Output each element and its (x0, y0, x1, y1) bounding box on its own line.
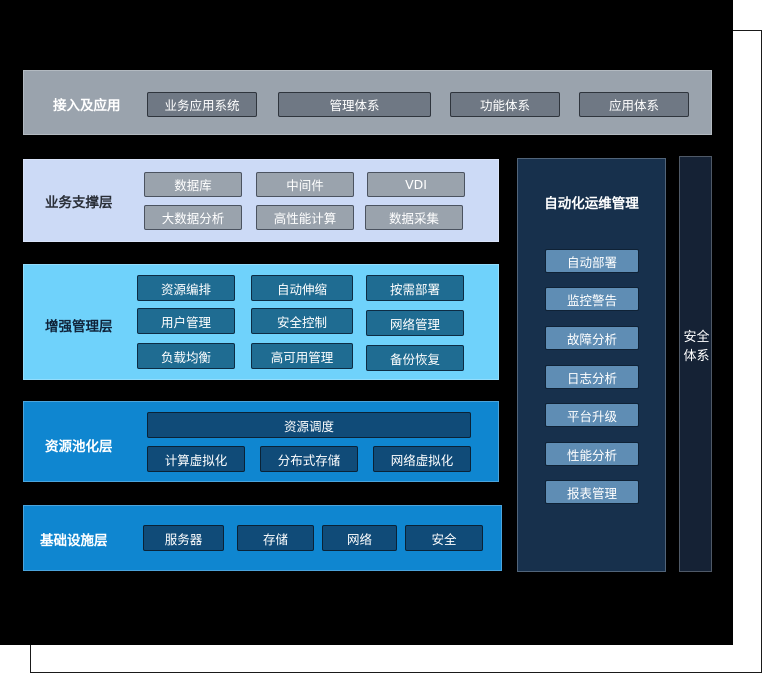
support-item-big-data: 大数据分析 (144, 205, 242, 230)
access-item-function: 功能体系 (450, 92, 560, 117)
access-item-management: 管理体系 (278, 92, 431, 117)
enhanced-item-on-demand: 按需部署 (366, 275, 464, 301)
ops-item-log-analysis: 日志分析 (545, 365, 639, 389)
access-layer-title: 接入及应用 (53, 98, 121, 114)
enhanced-item-user-mgmt: 用户管理 (137, 308, 235, 334)
support-item-database: 数据库 (144, 172, 242, 197)
access-item-business-apps: 业务应用系统 (147, 92, 257, 117)
infra-item-network: 网络 (322, 525, 397, 551)
enhanced-item-load-balance: 负载均衡 (137, 343, 235, 369)
ops-item-monitoring: 监控警告 (545, 287, 639, 311)
ops-panel: 自动化运维管理 自动部署 监控警告 故障分析 日志分析 平台升级 性能分析 报表… (517, 158, 666, 572)
pool-layer: 资源池化层 资源调度 计算虚拟化 分布式存储 网络虚拟化 (23, 401, 499, 482)
ops-item-platform-upgrade: 平台升级 (545, 403, 639, 427)
ops-item-fault-analysis: 故障分析 (545, 326, 639, 350)
enhanced-item-autoscale: 自动伸缩 (251, 275, 353, 301)
pool-item-distributed-storage: 分布式存储 (260, 446, 358, 472)
enhanced-item-backup: 备份恢复 (366, 345, 464, 371)
support-item-data-collection: 数据采集 (365, 205, 463, 230)
infra-layer-title: 基础设施层 (40, 533, 108, 549)
support-item-middleware: 中间件 (256, 172, 354, 197)
access-layer: 接入及应用 业务应用系统 管理体系 功能体系 应用体系 (23, 70, 712, 135)
infra-item-security: 安全 (405, 525, 483, 551)
support-layer-title: 业务支撑层 (45, 195, 113, 211)
pool-item-scheduling: 资源调度 (147, 412, 471, 438)
pool-item-network-virt: 网络虚拟化 (373, 446, 471, 472)
enhanced-item-network-mgmt: 网络管理 (366, 310, 464, 336)
enhanced-item-security-ctrl: 安全控制 (251, 308, 353, 334)
support-item-vdi: VDI (367, 172, 465, 197)
pool-item-compute-virt: 计算虚拟化 (147, 446, 245, 472)
infra-item-server: 服务器 (143, 525, 224, 551)
enhanced-layer: 增强管理层 资源编排 自动伸缩 按需部署 用户管理 安全控制 网络管理 负载均衡… (23, 264, 499, 380)
pool-layer-title: 资源池化层 (45, 439, 113, 455)
ops-item-performance: 性能分析 (545, 442, 639, 466)
infra-layer: 基础设施层 服务器 存储 网络 安全 (23, 505, 502, 571)
security-panel: 安全体系 (679, 156, 712, 572)
support-item-hpc: 高性能计算 (256, 205, 354, 230)
ops-panel-title: 自动化运维管理 (544, 196, 639, 212)
enhanced-item-high-availability: 高可用管理 (251, 343, 353, 369)
support-layer: 业务支撑层 数据库 中间件 VDI 大数据分析 高性能计算 数据采集 (23, 159, 499, 242)
security-panel-title: 安全体系 (683, 330, 710, 364)
infra-item-storage: 存储 (237, 525, 314, 551)
enhanced-item-orchestration: 资源编排 (137, 275, 235, 301)
enhanced-layer-title: 增强管理层 (45, 319, 113, 335)
ops-item-auto-deploy: 自动部署 (545, 249, 639, 273)
ops-item-reports: 报表管理 (545, 480, 639, 504)
access-item-application: 应用体系 (579, 92, 689, 117)
